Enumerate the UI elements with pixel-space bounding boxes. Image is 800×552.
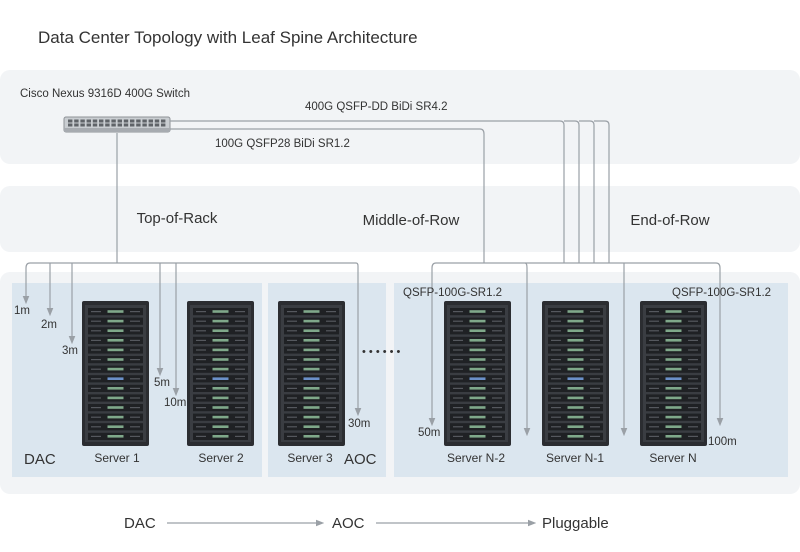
cable-length-30m: 30m [348,418,370,430]
group-label-aoc: AOC [344,451,377,468]
eor-400g-wire-3 [579,120,595,263]
module-label-right: QSFP-100G-SR1.2 [672,287,771,299]
tor-bus-wire [30,262,359,267]
eor-400g-wire-2 [564,120,580,263]
cable-length-10m: 10m [164,397,186,409]
eor-400g-wire-4 [594,120,610,263]
link-label-400g: 400G QSFP-DD BiDi SR4.2 [305,101,448,113]
server-rack-icon [444,301,511,446]
cable-length-3m: 3m [62,345,78,357]
drop-50m [428,262,437,427]
switch-icon [63,116,171,133]
server-rack-icon [82,301,149,446]
legend-step-aoc: AOC [332,515,365,532]
cable-length-2m: 2m [41,319,57,331]
server-rack-icon [278,301,345,446]
switch-band [0,70,800,164]
server-label: Server N-2 [447,451,505,465]
switch-label: Cisco Nexus 9316D 400G Switch [20,88,190,100]
server-rack-icon [542,301,609,446]
server-label: Server N [649,451,696,465]
zone-label-eor: End-of-Row [630,212,709,229]
eor-bus-wire [525,262,721,269]
server-rack-icon [640,301,707,446]
module-label-left: QSFP-100G-SR1.2 [403,287,502,299]
cable-length-100m: 100m [708,436,737,448]
legend-step-pluggable: Pluggable [542,515,609,532]
server-label: Server N-1 [546,451,604,465]
zone-band [0,186,800,252]
cable-length-50m: 50m [418,427,440,439]
mor-100g-wire [170,128,485,263]
link-label-100g: 100G QSFP28 BiDi SR1.2 [215,138,350,150]
eor-400g-wire-1 [170,120,565,263]
server-rack-icon [187,301,254,446]
drop-n2-end [523,262,531,437]
server-label: Server 3 [287,451,333,465]
drop-1m [22,262,31,305]
server-label: Server 2 [198,451,244,465]
diagram-title: Data Center Topology with Leaf Spine Arc… [38,28,418,47]
evolution-legend: DAC AOC Pluggable [124,515,609,532]
more-servers-ellipsis: • • • • • • [362,346,401,358]
cable-wiring [22,120,724,437]
cable-length-5m: 5m [154,377,170,389]
zone-label-mor: Middle-of-Row [363,212,460,229]
server-label: Server 1 [94,451,140,465]
zone-label-tor: Top-of-Rack [137,210,218,227]
cable-length-1m: 1m [14,305,30,317]
legend-step-dac: DAC [124,515,156,532]
group-label-dac: DAC [24,451,56,468]
server-racks [82,301,707,446]
